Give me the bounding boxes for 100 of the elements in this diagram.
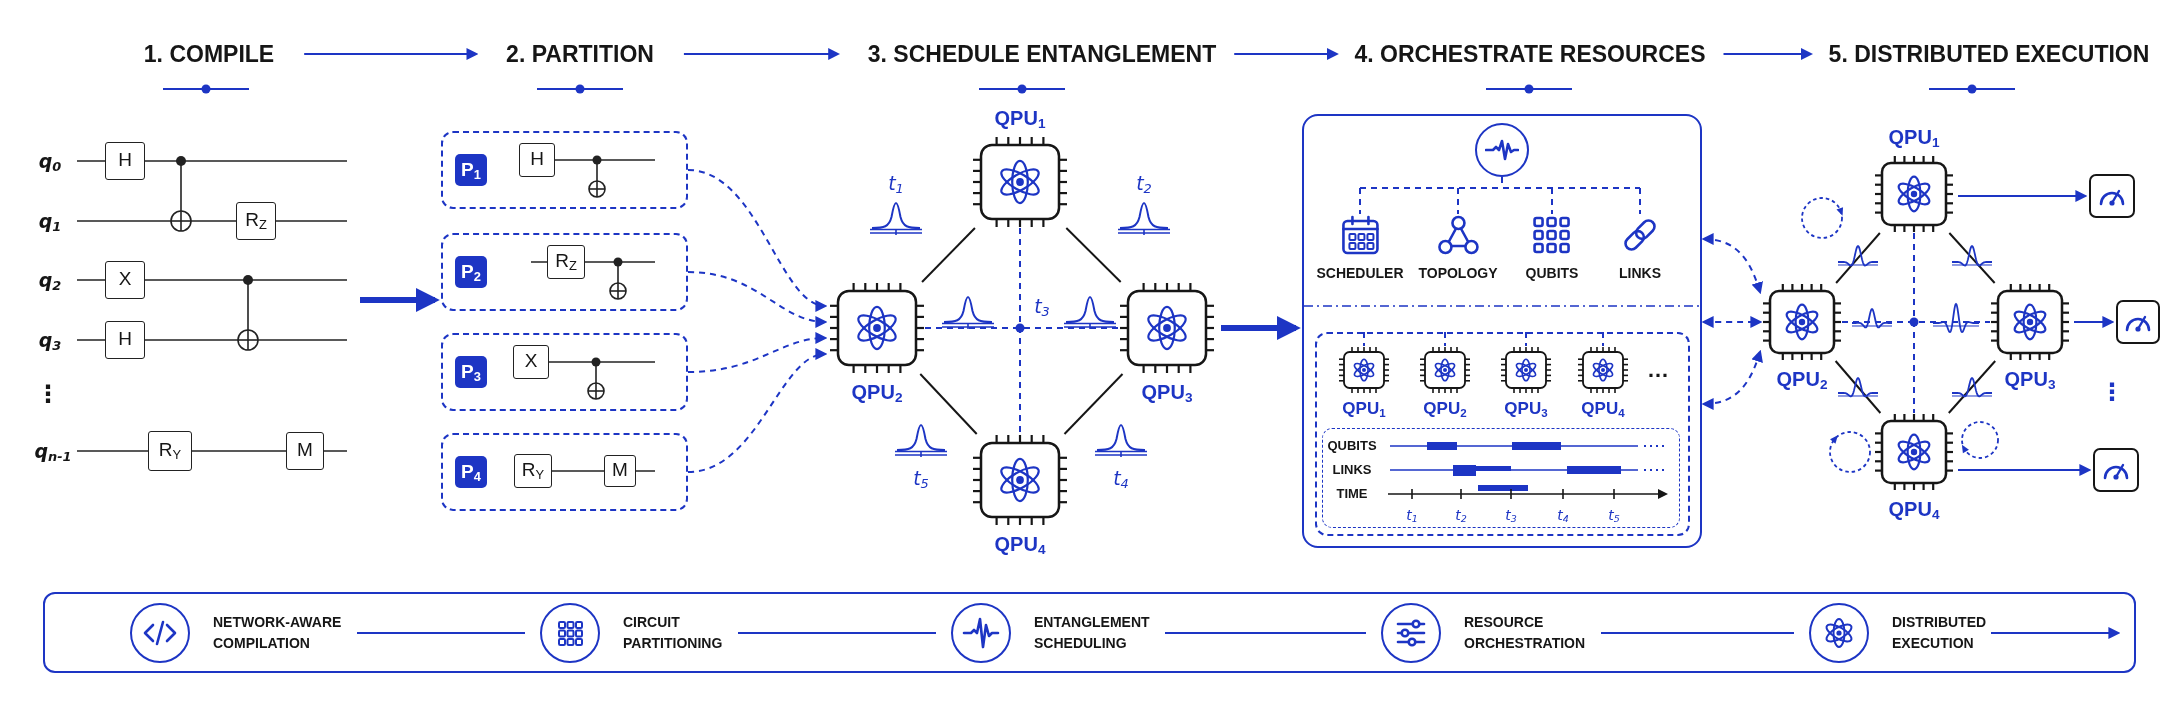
arrow [303, 48, 479, 60]
connector-line [919, 373, 978, 435]
qubit-label: q$_{2}$ [38, 268, 62, 292]
arrow [1957, 190, 2088, 202]
arrow [1990, 627, 2121, 639]
arrow [1701, 349, 1763, 410]
stage-label: NETWORK-AWARE COMPILATION [213, 613, 343, 653]
row-label: QUBITS [1327, 438, 1377, 454]
connector-line [1444, 331, 1446, 347]
connector-line [1841, 321, 1991, 323]
tick-label: t$_{4}$ [1557, 506, 1569, 524]
qpu-label: QPU$_{2}$ [1423, 398, 1467, 420]
arrow [1701, 316, 1763, 328]
qubit-label: q$_{0}$ [38, 149, 62, 173]
row-label: LINKS [1332, 462, 1372, 478]
stage-label: DISTRIBUTED EXECUTION [1892, 613, 1988, 653]
stage-label: RESOURCE ORCHESTRATION [1464, 613, 1587, 653]
ellipsis-text: ⋮ [2100, 378, 2124, 406]
connector-line [1947, 360, 1997, 414]
arrow [687, 332, 828, 373]
partition-tag: P$_{3}$ [455, 356, 487, 388]
arrow [360, 288, 440, 312]
arrow [1701, 233, 1763, 295]
partition-tag: P$_{2}$ [455, 256, 487, 288]
qubit-label: q$_{1}$ [38, 209, 62, 233]
qpu-label: QPU$_{4}$ [1888, 497, 1940, 521]
hub-circle [1475, 123, 1529, 177]
connector-line [1835, 232, 1881, 284]
tick-label: t$_{5}$ [1608, 506, 1620, 524]
tick-label: t$_{2}$ [1455, 506, 1467, 524]
stage-label: ENTANGLEMENT SCHEDULING [1034, 613, 1151, 653]
connector-line [1164, 632, 1367, 634]
connector-line [1948, 232, 1996, 284]
connector-line [1525, 331, 1527, 347]
row-label: TIME [1336, 486, 1368, 502]
output-tile [2089, 174, 2135, 218]
connector-line [1063, 373, 1124, 435]
section-heading: 3. SCHEDULE ENTANGLEMENT [867, 40, 1217, 68]
output-tile [2116, 300, 2160, 344]
tick-label: t$_{3}$ [1505, 506, 1517, 524]
section-heading: 4. ORCHESTRATE RESOURCES [1354, 40, 1706, 68]
partition-tag: P$_{4}$ [455, 456, 487, 488]
qpu-label: QPU$_{3}$ [2004, 367, 2056, 391]
connector-line [737, 632, 937, 634]
arrow [687, 271, 828, 328]
quantum-gate: X [513, 345, 549, 379]
connector-line [1065, 227, 1122, 283]
ellipsis-text: … [1647, 359, 1669, 381]
qubit-label: q$_{3}$ [38, 328, 62, 352]
connector-line [1602, 331, 1604, 347]
resource-label: QUBITS [1525, 264, 1579, 282]
connector-line [921, 227, 976, 283]
arrow [1957, 464, 2092, 476]
qpu-label: QPU$_{2}$ [1776, 367, 1828, 391]
connector-line [1019, 227, 1021, 435]
connector-line [1913, 232, 1915, 414]
quantum-gate: H [519, 143, 555, 177]
qpu-label: QPU$_{1}$ [994, 106, 1046, 130]
arrow [1233, 48, 1339, 60]
tick-label: t$_{1}$ [1406, 506, 1418, 524]
arrow [1221, 316, 1301, 340]
arrow [2073, 316, 2115, 328]
quantum-gate: H [105, 321, 145, 359]
quantum-gate: R$_{Z}$ [547, 245, 585, 279]
resource-label: LINKS [1619, 264, 1661, 282]
connector-line [1834, 360, 1882, 414]
quantum-gate: R$_{Y}$ [148, 431, 192, 471]
qpu-label: QPU$_{3}$ [1141, 380, 1193, 404]
qubit-label: q$_{n-1}$ [34, 439, 72, 463]
qpu-label: QPU$_{1}$ [1888, 125, 1940, 149]
connector-line [1359, 176, 1641, 215]
quantum-gate: R$_{Z}$ [236, 202, 276, 240]
qpu-label: QPU$_{2}$ [851, 380, 903, 404]
arrow [682, 48, 841, 60]
quantum-gate: R$_{Y}$ [514, 454, 552, 488]
pipeline-bar [43, 592, 2136, 673]
section-heading: 1. COMPILE [143, 40, 275, 68]
arrow [1722, 48, 1813, 60]
connector-line [1600, 632, 1795, 634]
ellipsis-text: ⋮ [36, 380, 60, 408]
quantum-gate: M [604, 455, 636, 487]
quantum-gate: H [105, 142, 145, 180]
connector-line [1363, 331, 1365, 347]
connector-line [356, 632, 526, 634]
quantum-gate: M [286, 432, 324, 470]
arrow [687, 169, 828, 310]
resource-label: TOPOLOGY [1418, 264, 1498, 282]
section-heading: 2. PARTITION [506, 40, 654, 68]
connector-line [924, 327, 1120, 329]
output-tile [2093, 448, 2139, 492]
quantum-gate: X [105, 261, 145, 299]
qpu-label: QPU$_{1}$ [1342, 398, 1386, 420]
qpu-label: QPU$_{4}$ [994, 532, 1046, 556]
arrow [687, 350, 828, 473]
qpu-label: QPU$_{4}$ [1581, 398, 1625, 420]
partition-tag: P$_{1}$ [455, 154, 487, 186]
resource-label: SCHEDULER [1316, 264, 1404, 282]
section-heading: 5. DISTRIBUTED EXECUTION [1828, 40, 2150, 68]
qpu-label: QPU$_{3}$ [1504, 398, 1548, 420]
stage-label: CIRCUIT PARTITIONING [623, 613, 724, 653]
